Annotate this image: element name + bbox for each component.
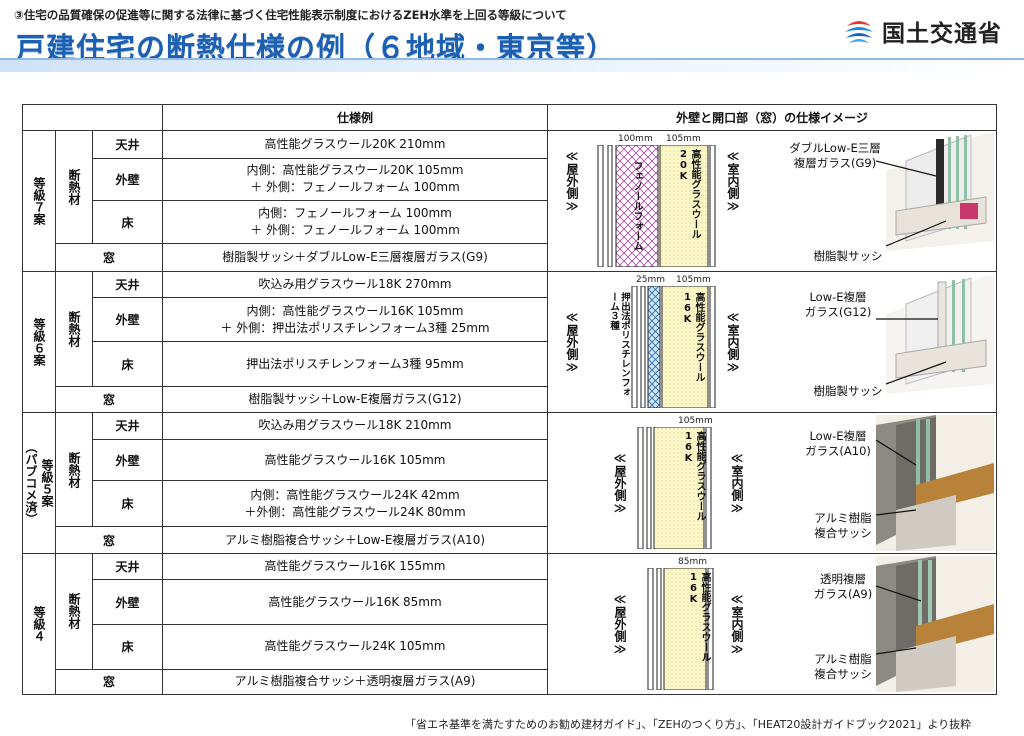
dim-outer: 25mm [636, 275, 665, 285]
glass-label: Low-E複層ガラス(G12) [804, 290, 872, 319]
grade-label: 等級５案 （パブコメ済） [22, 412, 56, 554]
image-cell-grade5: ≪屋外側≫ ≪室内側≫ 105mm 高性能グラスウール16K Low-E複層ガラ… [547, 412, 997, 554]
outdoor-label: ≪屋外側≫ [565, 310, 579, 374]
frame-label: アルミ樹脂複合サッシ [814, 652, 872, 681]
col-header-image: 外壁と開口部（窓）の仕様イメージ [547, 104, 997, 131]
cat-floor: 床 [92, 199, 163, 245]
image-cell-grade4: ≪屋外側≫ ≪室内側≫ 85mm 高性能グラスウール16K 透明複層ガラス(A9… [547, 553, 997, 695]
cat-window: 窓 [55, 668, 163, 696]
spec-window: 樹脂製サッシ＋Low-E複層ガラス(G12) [162, 385, 548, 414]
dim-inner: 85mm [678, 557, 707, 567]
window-photo-resin-double [876, 276, 994, 394]
dim-inner: 105mm [666, 134, 701, 144]
spec-wall: 内側：高性能グラスウール20K 105mm＋ 外側：フェノールフォーム 100m… [162, 157, 548, 201]
spec-wall: 内側：高性能グラスウール16K 105mm＋ 外側：押出法ポリスチレンフォーム3… [162, 297, 548, 343]
dim-inner: 105mm [678, 416, 713, 426]
outdoor-label: ≪屋外側≫ [613, 592, 627, 656]
outdoor-label: ≪屋外側≫ [565, 149, 579, 213]
spec-ceiling: 高性能グラスウール20K 210mm [162, 130, 548, 159]
material-inner: 高性能グラスウール16K [688, 572, 710, 662]
grade-label: 等級６案 [22, 271, 56, 413]
cat-ceiling: 天井 [92, 130, 163, 159]
glass-label: ダブルLow-E三層複層ガラス(G9) [789, 141, 881, 170]
grade-label: 等級７案 [22, 130, 56, 272]
spec-ceiling: 吹込み用グラスウール18K 270mm [162, 270, 548, 299]
spec-floor: 内側：フェノールフォーム 100mm＋ 外側：フェノールフォーム 100mm [162, 199, 548, 245]
spec-wall: 高性能グラスウール16K 85mm [162, 579, 548, 625]
grade-label: 等級４ [22, 553, 56, 695]
window-photo-resin-triple [876, 133, 994, 251]
window-photo-alu-resin-lowe [876, 415, 994, 551]
insulation-label: 断熱材 [55, 129, 93, 245]
source-note: 「省エネ基準を満たすためのお勧め建材ガイド」、「ZEHのつくり方」、「HEAT2… [405, 718, 972, 731]
glass-label: 透明複層ガラス(A9) [813, 572, 873, 601]
cat-ceiling: 天井 [92, 412, 163, 440]
spec-window: アルミ樹脂複合サッシ＋Low-E複層ガラス(A10) [162, 526, 548, 554]
title-underline [0, 58, 1024, 60]
outdoor-label: ≪屋外側≫ [613, 451, 627, 515]
insulation-spec-table: 仕様例 外壁と開口部（窓）の仕様イメージ 等級７案 断熱材 天井 高性能グラスウ… [22, 104, 997, 696]
image-cell-grade6: ≪屋外側≫ ≪室内側≫ 25mm 105mm 押出法ポリスチレンフォーム３種 高… [547, 271, 997, 413]
spec-ceiling: 高性能グラスウール16K 155mm [162, 552, 548, 581]
spec-floor: 内側：高性能グラスウール24K 42mm＋外側：高性能グラスウール24K 80m… [162, 480, 548, 528]
mlit-logo: 国土交通省 [842, 8, 1012, 54]
spec-floor: 押出法ポリスチレンフォーム3種 95mm [162, 341, 548, 387]
frame-label: 樹脂製サッシ [813, 249, 883, 263]
wall-section-diagram [631, 286, 716, 408]
image-cell-grade7: ≪屋外側≫ ≪室内側≫ 100mm 105mm フェノールフォーム 高性能グラ [547, 130, 997, 272]
material-inner: 高性能グラスウール16K [683, 431, 705, 521]
indoor-label: ≪室内側≫ [726, 310, 740, 374]
mlit-emblem-icon [844, 16, 874, 46]
dim-inner: 105mm [676, 275, 711, 285]
cat-floor: 床 [92, 623, 163, 670]
material-outer: フェノールフォーム [631, 161, 642, 251]
spec-floor: 高性能グラスウール24K 105mm [162, 623, 548, 670]
logo-text: 国土交通省 [882, 21, 1002, 47]
corner-cell [22, 104, 163, 131]
cat-ceiling: 天井 [92, 552, 163, 581]
dim-outer: 100mm [618, 134, 653, 144]
wall-section-diagram [597, 145, 716, 267]
cat-wall: 外壁 [92, 438, 163, 482]
title-band [0, 60, 1024, 72]
insulation-label: 断熱材 [55, 271, 93, 387]
indoor-label: ≪室内側≫ [730, 451, 744, 515]
spec-wall: 高性能グラスウール16K 105mm [162, 438, 548, 482]
cat-wall: 外壁 [92, 579, 163, 625]
cat-window: 窓 [55, 385, 163, 414]
cat-window: 窓 [55, 243, 163, 272]
material-inner: 高性能グラスウール20K [678, 149, 700, 239]
cat-window: 窓 [55, 526, 163, 554]
wall-section-diagram [647, 568, 714, 690]
cat-ceiling: 天井 [92, 270, 163, 299]
material-inner: 高性能グラスウール16K [682, 292, 704, 382]
spec-window: 樹脂製サッシ＋ダブルLow-E三層複層ガラス(G9) [162, 243, 548, 272]
cat-wall: 外壁 [92, 157, 163, 201]
glass-label: Low-E複層ガラス(A10) [805, 429, 871, 458]
indoor-label: ≪室内側≫ [730, 592, 744, 656]
page-subtitle: ③住宅の品質確保の促進等に関する法律に基づく住宅性能表示制度におけるZEH水準を… [14, 8, 567, 22]
cat-wall: 外壁 [92, 297, 163, 343]
cat-floor: 床 [92, 480, 163, 528]
indoor-label: ≪室内側≫ [726, 149, 740, 213]
insulation-label: 断熱材 [55, 411, 93, 528]
spec-ceiling: 吹込み用グラスウール18K 210mm [162, 412, 548, 440]
wall-section-diagram [637, 427, 712, 549]
frame-label: アルミ樹脂複合サッシ [814, 511, 872, 540]
spec-window: アルミ樹脂複合サッシ＋透明複層ガラス(A9) [162, 668, 548, 696]
material-outer: 押出法ポリスチレンフォーム３種 [608, 292, 630, 397]
window-photo-alu-resin-clear [876, 556, 994, 692]
col-header-spec: 仕様例 [162, 104, 548, 131]
frame-label: 樹脂製サッシ [813, 384, 883, 398]
insulation-label: 断熱材 [55, 553, 93, 670]
cat-floor: 床 [92, 341, 163, 387]
